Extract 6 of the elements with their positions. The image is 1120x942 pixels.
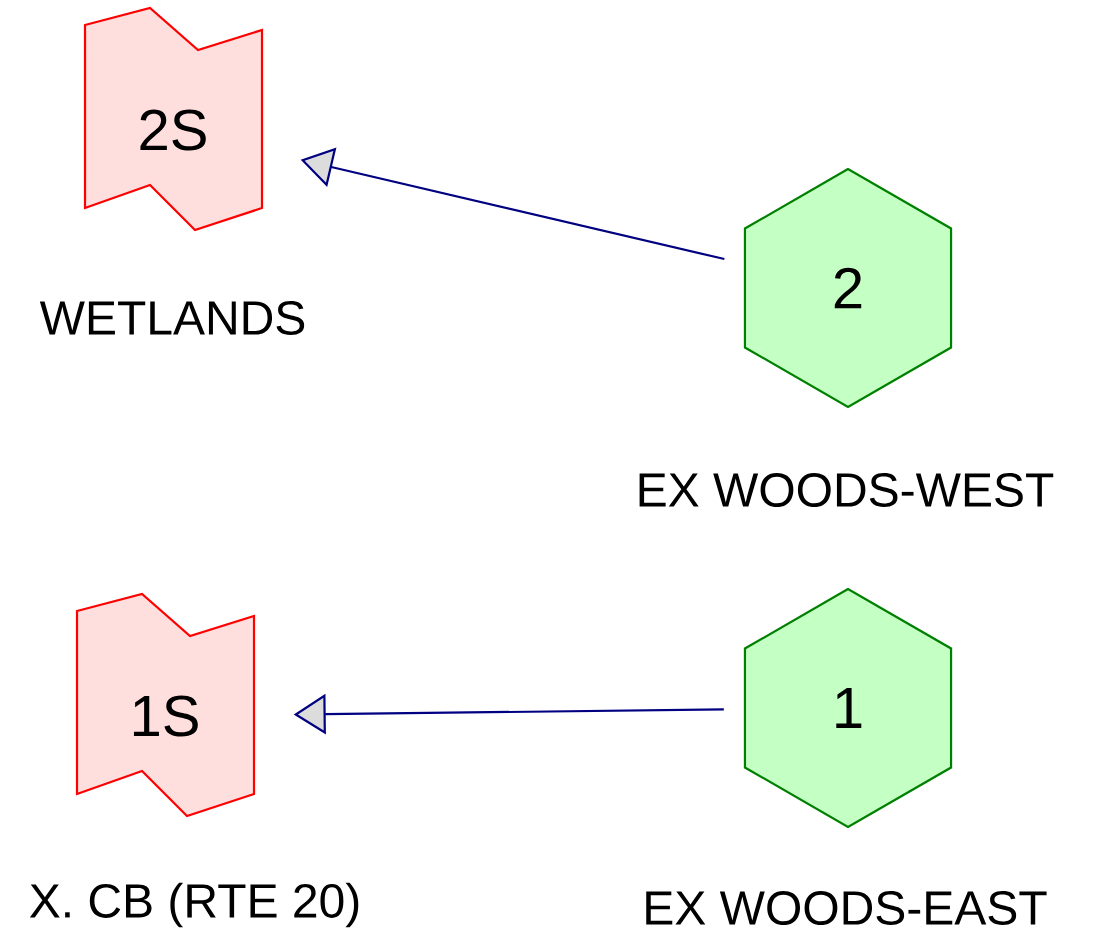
hexagon-node: 1 — [743, 587, 953, 829]
node-caption: WETLANDS — [39, 301, 305, 335]
node-caption: X. CB (RTE 20) — [29, 882, 359, 928]
hexagon-node: 2 — [743, 167, 953, 409]
node-caption: EX WOODS-EAST — [646, 891, 1047, 925]
node-caption: EX WOODS-WEST — [639, 473, 1054, 507]
